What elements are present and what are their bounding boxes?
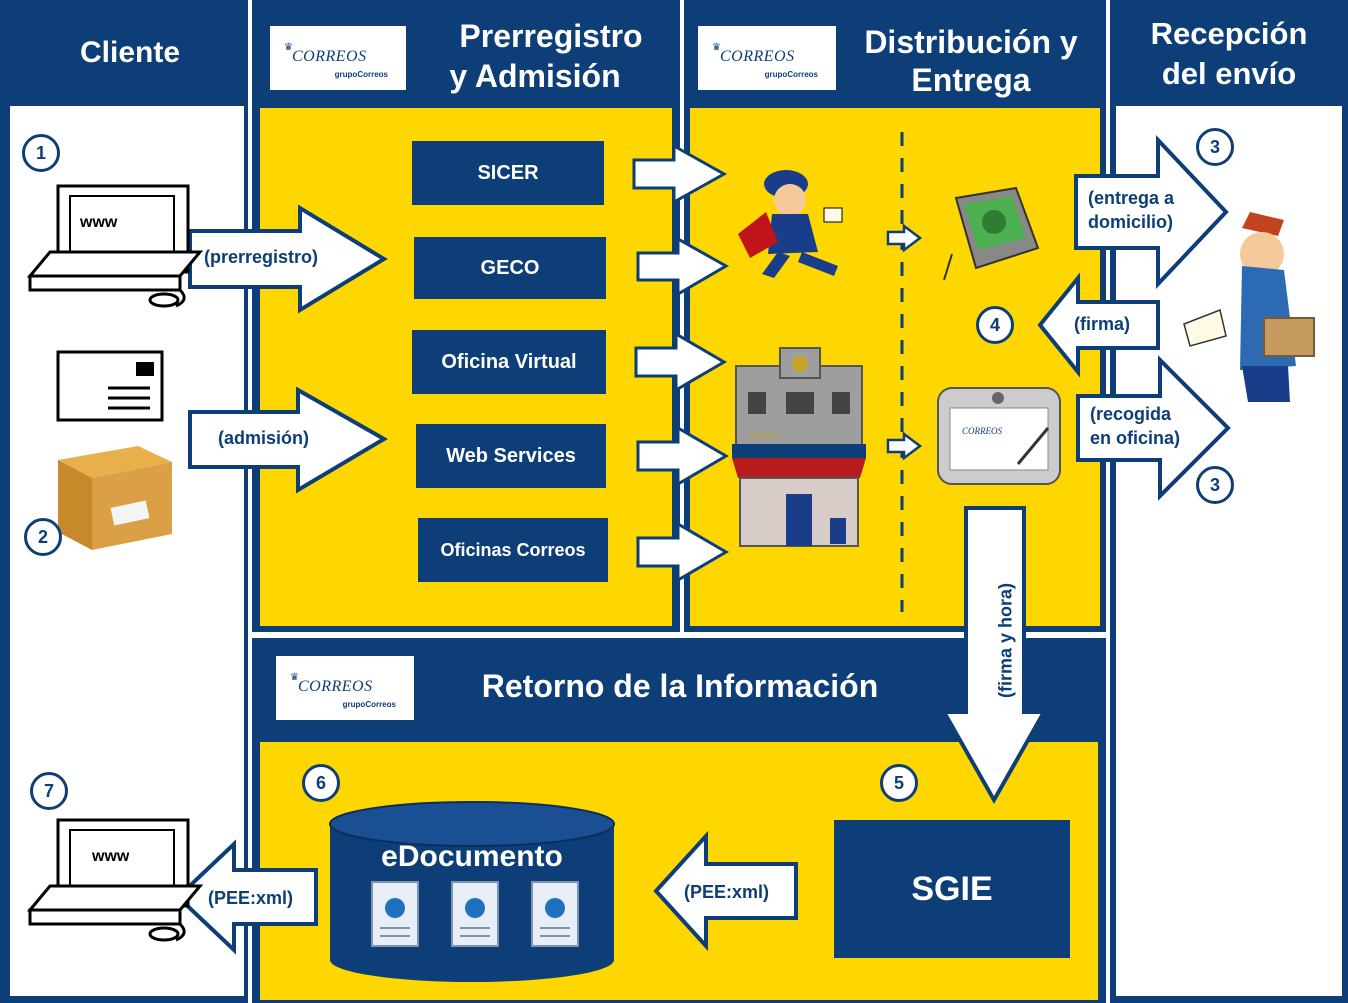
admision-label: (admisión) [218, 428, 310, 448]
system-geco: GECO [414, 237, 606, 299]
correos-logo: ♛ CORREOS grupoCorreos [276, 656, 414, 720]
distrib-title-line1: Distribución y [864, 24, 1078, 60]
step-badge-1: 1 [22, 134, 60, 172]
tablet-icon [937, 387, 1061, 485]
entrega-label-line1: (entrega a [1088, 188, 1175, 208]
xml-document-icon [531, 881, 579, 947]
system-arrow-3 [634, 331, 727, 393]
recep-title-line2: del envío [1161, 56, 1297, 91]
pda-icon [943, 186, 1040, 281]
step-badge-5: 5 [880, 764, 918, 802]
small-arrow-2 [886, 431, 923, 461]
prerregistro-arrow [188, 204, 388, 314]
system-oficina-virtual: Oficina Virtual [412, 330, 606, 394]
recogida-label-line2: en oficina) [1090, 428, 1181, 448]
step-badge-4: 4 [976, 306, 1014, 344]
distrib-title-line2: Entrega [911, 62, 1031, 98]
step-badge-3: 3 [1196, 466, 1234, 504]
client-title: Cliente [79, 36, 181, 69]
step-badge-6: 6 [302, 764, 340, 802]
pee-arrow-1 [175, 839, 318, 955]
step-badge-2: 2 [24, 518, 62, 556]
small-arrow-1 [886, 223, 923, 253]
www-label: www [80, 214, 118, 231]
system-arrow-5 [636, 521, 729, 583]
xml-document-icon [451, 881, 499, 947]
correos-logo: ♛ CORREOS grupoCorreos [698, 26, 836, 90]
crown-icon: ♛ [712, 42, 721, 53]
firma-hora-label: (firma y hora) [995, 582, 1016, 699]
correos-logo: ♛ CORREOS grupoCorreos [270, 26, 406, 90]
prerregistro-label: (prerregistro) [204, 247, 319, 267]
pee-label-1: (PEE:xml) [208, 888, 294, 908]
sgie-box: SGIE [834, 820, 1070, 958]
crown-icon: ♛ [284, 42, 293, 53]
xml-document-icon [371, 881, 419, 947]
recipient-man-icon [1183, 212, 1315, 402]
firma-label: (firma) [1074, 314, 1131, 334]
computer-icon [26, 818, 204, 942]
system-arrow-4 [636, 425, 729, 487]
system-sicer: SICER [412, 141, 604, 205]
entrega-arrow [1074, 134, 1229, 290]
post-office-icon [732, 347, 866, 547]
prereg-title-line2: y Admisión [449, 58, 621, 94]
recogida-arrow [1076, 355, 1231, 501]
recep-column-body [1116, 106, 1342, 996]
store-sign: CORREOS [748, 432, 781, 440]
computer-icon [26, 184, 204, 308]
mailman-icon [738, 170, 843, 278]
step-badge-3: 3 [1196, 128, 1234, 166]
system-arrow-2 [636, 236, 730, 297]
pee-arrow-2 [653, 830, 798, 952]
system-web-services: Web Services [416, 424, 606, 488]
entrega-label-line2: domicilio) [1088, 212, 1173, 232]
www-label: www [92, 848, 130, 865]
package-icon [58, 446, 172, 550]
envelope-icon [56, 350, 164, 422]
recogida-label-line1: (recogida [1090, 404, 1172, 424]
admision-arrow [188, 386, 388, 494]
system-arrow-1 [632, 143, 728, 205]
firma-arrow [1037, 272, 1160, 378]
system-oficinas-correos: Oficinas Correos [418, 518, 608, 582]
firma-hora-arrow [940, 506, 1048, 805]
prereg-title-line1: Prerregistro [459, 18, 643, 54]
edocumento-label: eDocumento [381, 840, 563, 873]
recep-title-line1: Recepción [1150, 16, 1308, 51]
pee-label-2: (PEE:xml) [684, 882, 770, 902]
step-badge-7: 7 [30, 772, 68, 810]
tablet-logo: CORREOS [962, 426, 1002, 436]
retorno-title: Retorno de la Información [481, 668, 879, 704]
crown-icon: ♛ [290, 672, 299, 683]
